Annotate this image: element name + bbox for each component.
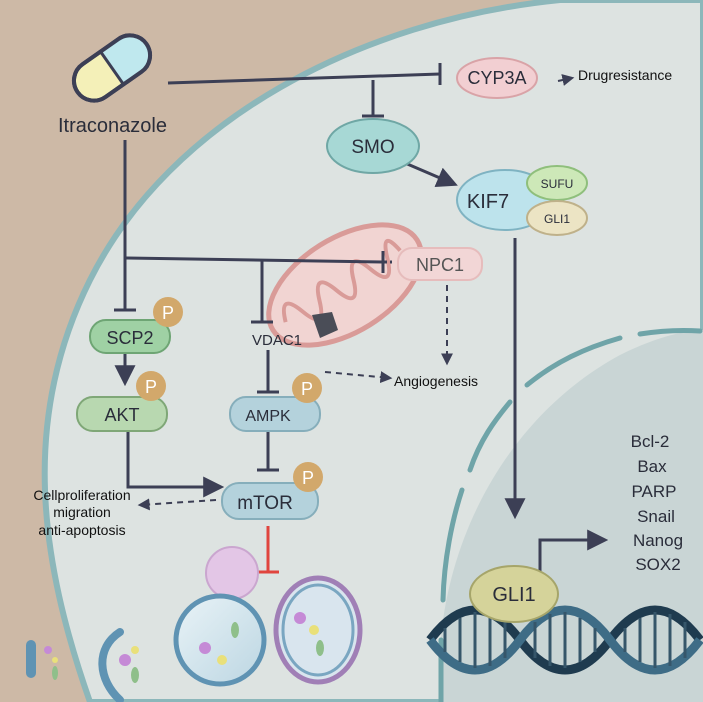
gli1-small-label: GLI1 [544,212,570,226]
akt-node: AKT [76,396,168,432]
autophagy-inhibition [257,526,279,574]
target-gene-label: SOX2 [635,555,680,574]
cyp3a-label: CYP3A [467,68,526,88]
akt-label: AKT [104,405,139,425]
ampk-node: AMPK [229,396,321,432]
sufu-label: SUFU [541,177,574,191]
gli1-nucleus-node: GLI1 [469,565,559,623]
autophagy-vesicles [26,546,363,702]
capsule-icon [71,33,153,103]
smo-node: SMO [326,118,420,174]
cyp3a-node: CYP3A [456,57,538,99]
target-gene-label: PARP [631,482,676,501]
phospho-label: P [302,468,314,488]
gli1-nucleus-label: GLI1 [492,584,535,606]
vdac1-channel [312,312,338,338]
cell-effect-label: anti-apoptosis [38,522,125,538]
smo-label: SMO [351,137,394,158]
drug-resistance-label: Drugresistance [578,67,672,83]
cell-effect-label: migration [53,504,111,520]
scp2-node: SCP2 [89,319,171,354]
drug-label: Itraconazole [58,115,167,137]
scp2-label: SCP2 [106,328,153,348]
cell-effect-label: Cellproliferation [33,487,130,503]
npc1-node: NPC1 [397,247,483,281]
ampk-label: AMPK [245,408,291,425]
mtor-label: mTOR [237,493,293,514]
npc1-label: NPC1 [416,255,464,275]
target-genes-list: Bcl-2 Bax PARP Snail Nanog SOX2 [631,432,683,574]
kif7-label: KIF7 [467,191,509,213]
phospho-badge: P [153,297,183,327]
vdac1-label: VDAC1 [252,332,302,349]
target-gene-label: Bax [637,457,667,476]
mtor-node: mTOR [221,482,319,520]
dashed-arrows [137,74,575,511]
kif7-complex: KIF7 SUFU GLI1 [456,165,588,236]
phospho-badge: P [136,371,166,401]
target-gene-label: Bcl-2 [631,432,670,451]
phospho-label: P [162,303,174,323]
dna-helix [426,605,703,675]
phospho-badge: P [292,373,322,403]
phospho-badge: P [293,462,323,492]
angiogenesis-label: Angiogenesis [394,373,478,389]
target-gene-label: Nanog [633,531,683,550]
cell-effects-labels: Cellproliferation migration anti-apoptos… [33,487,130,538]
target-gene-label: Snail [637,507,675,526]
phospho-label: P [145,377,157,397]
interaction-lines [114,63,609,580]
phospho-label: P [301,379,313,399]
